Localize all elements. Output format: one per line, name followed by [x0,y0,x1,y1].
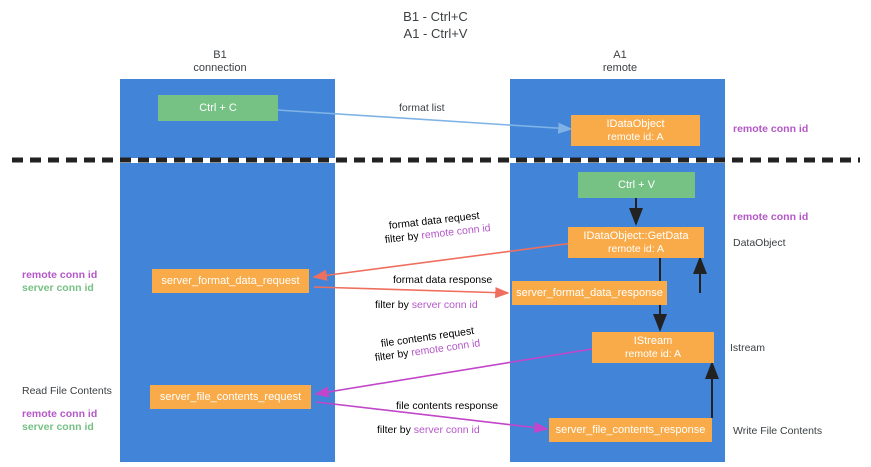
column-header-b1-name: B1 [213,49,227,61]
side-label-left-remote-conn-id-2: remote conn id [22,408,98,420]
node-getdata-label: IDataObject::GetData [583,229,689,242]
edge-format-data-request [312,242,574,281]
side-label-istream: Istream [730,342,766,354]
column-band-a1-bottom [510,163,725,462]
node-idataobject-remote-id: remote id: A [607,130,664,143]
side-label-left-server-conn-id: server conn id [22,282,94,294]
node-server-format-data-response-label: server_format_data_response [516,286,663,299]
edge-file-contents-response [315,401,549,434]
side-label-left-server-conn-id-2: server conn id [22,421,94,433]
node-ctrl-c[interactable]: Ctrl + C [158,95,278,121]
node-ctrl-v[interactable]: Ctrl + V [578,172,695,198]
side-label-dataobject: DataObject [733,237,786,249]
side-label-write-file-contents: Write File Contents [733,425,823,437]
side-label-remote-conn-id-mid: remote conn id [733,211,809,223]
node-istream-remote-id: remote id: A [624,347,682,360]
node-ctrl-v-label: Ctrl + V [618,178,655,191]
column-header-b1-sub: connection [193,62,247,74]
diagram-title: B1 - Ctrl+C A1 - Ctrl+V [0,8,871,42]
edge-format-data-response [313,286,510,299]
column-header-b1: B1 connection [150,49,290,75]
side-label-read-file-contents: Read File Contents [22,385,112,397]
node-idataobject-getdata[interactable]: IDataObject::GetData remote id: A [568,227,704,258]
node-server-format-data-response[interactable]: server_format_data_response [512,281,667,305]
edge-label-file-contents-response: file contents response [396,400,499,412]
edge-label-format-data-response: format data response [393,274,493,286]
filter-key-server-conn-id: server conn id [413,424,480,436]
edge-format-list [276,109,573,134]
edge-label-format-list: format list [399,102,445,114]
filter-prefix: filter by [377,424,414,436]
node-istream[interactable]: IStream remote id: A [592,332,714,363]
column-header-a1-name: A1 [613,49,627,61]
filter-prefix: filter by [375,299,412,311]
node-server-file-contents-response[interactable]: server_file_contents_response [549,418,712,442]
node-server-format-data-request-label: server_format_data_request [161,274,300,287]
node-server-file-contents-request[interactable]: server_file_contents_request [150,385,311,409]
filter-key-server-conn-id: server conn id [411,299,478,311]
edge-label-file-contents-response-filter: filter by server conn id [377,424,480,437]
node-getdata-remote-id: remote id: A [607,242,665,255]
node-idataobject-label: IDataObject [606,117,665,130]
node-istream-label: IStream [633,334,673,347]
diagram-title-line1: B1 - Ctrl+C [403,9,468,24]
node-server-file-contents-response-label: server_file_contents_response [555,423,706,436]
node-server-file-contents-request-label: server_file_contents_request [159,390,302,403]
node-ctrl-c-label: Ctrl + C [199,101,237,114]
side-label-remote-conn-id-top: remote conn id [733,123,809,135]
node-server-format-data-request[interactable]: server_format_data_request [152,269,309,293]
column-header-a1: A1 remote [550,49,690,75]
node-idataobject[interactable]: IDataObject remote id: A [571,115,700,146]
column-band-b1-bottom [120,163,335,462]
edge-label-format-data-response-filter: filter by server conn id [375,299,478,312]
edge-file-contents-request [314,348,593,398]
column-header-a1-sub: remote [602,62,638,74]
diagram-title-line2: A1 - Ctrl+V [403,26,468,41]
side-label-left-remote-conn-id: remote conn id [22,269,98,281]
